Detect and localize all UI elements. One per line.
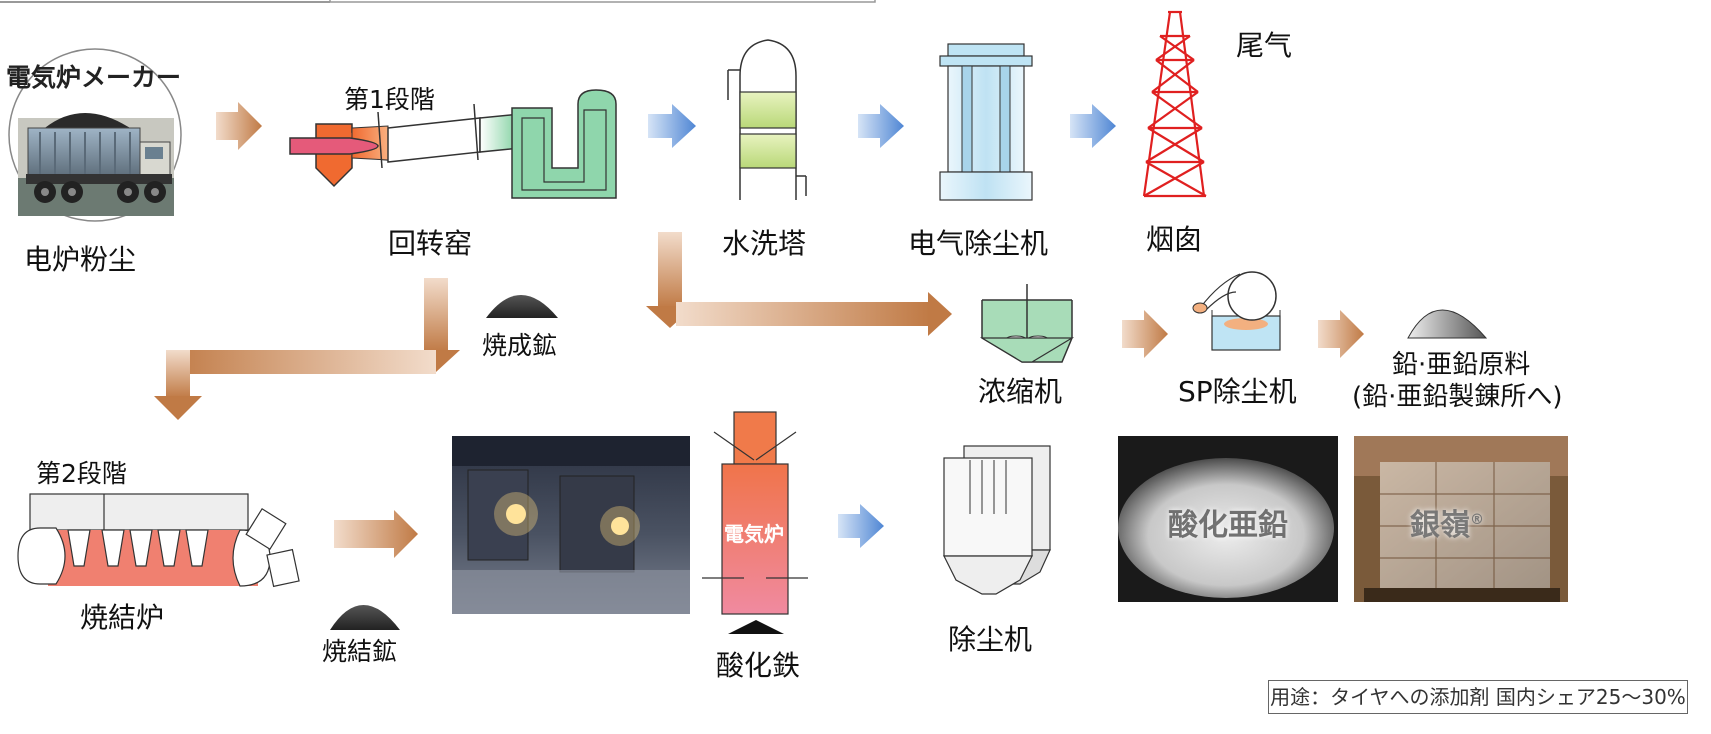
arrow-kiln-to-sinter (154, 278, 460, 420)
sinter-ore-pile (330, 605, 400, 630)
top-strip-box (329, 0, 876, 3)
zinc-oxide-label: 酸化亜鉛 (1168, 508, 1288, 543)
calcined-ore-pile (486, 295, 558, 318)
chimney-icon (1142, 10, 1207, 198)
ginrei-label: 銀嶺® (1410, 500, 1484, 544)
thickener-icon (979, 284, 1075, 363)
rotary-kiln-icon (289, 89, 617, 199)
stage2-label: 第2段階 (36, 459, 127, 488)
dust-collector-icon (943, 445, 1051, 595)
arrow-furnace-to-collector (838, 504, 884, 548)
ginrei-photo (1354, 436, 1568, 602)
calcined-ore-label: 焼成鉱 (482, 331, 558, 360)
sinter-furnace-icon (17, 493, 300, 588)
sp-collector-label: SP除尘机 (1178, 375, 1297, 408)
stage1-label: 第1段階 (344, 85, 435, 114)
usage-caption: 用途：タイヤへの添加剤 国内シェア25～30% (1268, 680, 1688, 714)
water-tower-icon (727, 39, 807, 200)
rotary-kiln-label: 回转窑 (388, 227, 473, 260)
dust-collector-label: 除尘机 (948, 623, 1033, 656)
lead-zinc-material-label: 鉛·亜鉛原料 (1392, 350, 1531, 380)
iron-oxide-label: 酸化鉄 (716, 649, 801, 682)
eaf-maker-label: 電気炉メーカー (6, 63, 182, 92)
lead-zinc-pile (1407, 309, 1488, 339)
electric-furnace-icon (702, 411, 808, 634)
eaf-dust-label: 电炉粉尘 (24, 243, 137, 276)
registered-mark: ® (1470, 512, 1484, 528)
arrow-sp-to-material (1318, 310, 1364, 358)
ginrei-text: 銀嶺 (1410, 508, 1470, 543)
arrow-kiln-to-tower (648, 104, 696, 148)
zinc-oxide-photo (1118, 436, 1338, 602)
sp-collector-icon (1192, 271, 1281, 351)
arrow-dust-to-kiln (216, 102, 262, 150)
esp-icon (939, 43, 1033, 201)
water-tower-label: 水洗塔 (722, 227, 807, 260)
chimney-label: 烟囱 (1146, 223, 1203, 256)
arrow-esp-to-chimney (1070, 104, 1116, 148)
electric-furnace-label: 電気炉 (724, 522, 784, 546)
sinter-ore-label: 焼結鉱 (322, 637, 398, 666)
sinter-furnace-label: 焼結炉 (80, 601, 165, 634)
factory-photo (452, 436, 690, 614)
eaf-maker-icon (8, 48, 182, 222)
exhaust-label: 尾气 (1236, 29, 1293, 62)
esp-label: 电气除尘机 (908, 227, 1049, 260)
arrow-tower-to-esp (858, 104, 904, 148)
arrow-sinter-to-eaf (334, 510, 418, 558)
arrow-tower-to-thickener (646, 232, 952, 336)
thickener-label: 浓缩机 (978, 375, 1063, 408)
arrow-thickener-to-sp (1122, 310, 1168, 358)
lead-zinc-note-label: (鉛·亜鉛製錬所へ) (1352, 382, 1563, 412)
